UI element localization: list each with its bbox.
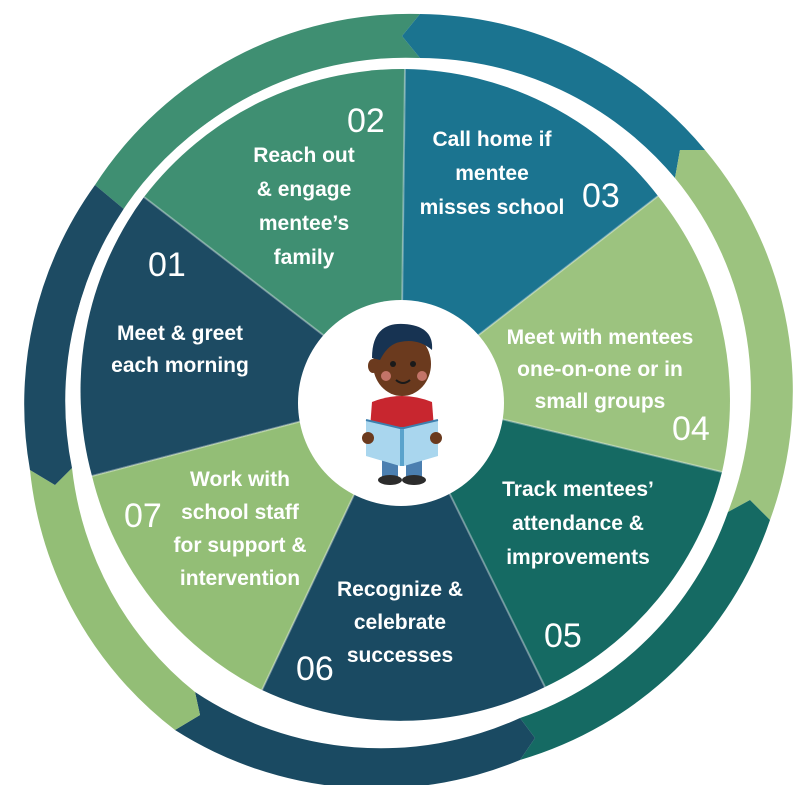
segment-02 bbox=[144, 68, 405, 396]
segment-06 bbox=[262, 395, 545, 721]
step-number-02: 02 bbox=[347, 102, 385, 140]
step-label-line: for support & bbox=[174, 534, 307, 557]
step-label-06: Recognize & celebrate successes bbox=[337, 578, 463, 667]
step-label-05: Track mentees’ attendance & improvements bbox=[502, 478, 654, 569]
step-label-line: successes bbox=[347, 644, 453, 667]
step-number-05: 05 bbox=[544, 617, 582, 655]
outer-cycle-ring bbox=[24, 13, 793, 785]
step-label-line: Work with bbox=[190, 468, 290, 491]
step-label-line: Reach out bbox=[253, 144, 355, 167]
cycle-arrow-top bbox=[95, 13, 420, 210]
step-number-06: 06 bbox=[296, 650, 334, 688]
step-label-line: Track mentees’ bbox=[502, 478, 654, 501]
segment-03 bbox=[401, 69, 658, 395]
cycle-arrow-left bbox=[24, 185, 125, 485]
step-number-01: 01 bbox=[148, 246, 186, 284]
reading-boy-icon bbox=[362, 323, 442, 485]
segment-05 bbox=[401, 395, 722, 687]
step-label-01: Meet & greet each morning bbox=[111, 322, 249, 377]
step-label-07: Work with school staff for support & interv… bbox=[174, 468, 307, 590]
step-label-line: Meet & greet bbox=[117, 322, 243, 345]
step-label-line: one-on-one or in bbox=[517, 358, 683, 381]
step-label-line: mentee bbox=[455, 162, 529, 185]
step-label-line: family bbox=[274, 246, 335, 269]
step-label-line: Call home if bbox=[432, 128, 552, 151]
step-number-04: 04 bbox=[672, 410, 710, 448]
step-label-line: attendance & bbox=[512, 512, 644, 535]
step-label-line: misses school bbox=[420, 196, 565, 219]
step-label-line: celebrate bbox=[354, 611, 446, 634]
step-label-line: intervention bbox=[180, 567, 300, 590]
step-label-04: Meet with mentees one-on-one or in small g… bbox=[507, 326, 694, 413]
cycle-arrow-bottom bbox=[175, 692, 535, 785]
cycle-arrow-top-right bbox=[402, 14, 705, 178]
cycle-arrow-right bbox=[675, 150, 793, 520]
step-label-line: small groups bbox=[535, 390, 666, 413]
step-label-line: each morning bbox=[111, 354, 249, 377]
step-label-03: Call home if mentee misses school bbox=[420, 128, 565, 219]
step-label-line: improvements bbox=[506, 546, 650, 569]
step-label-line: Meet with mentees bbox=[507, 326, 694, 349]
step-label-line: & engage bbox=[257, 178, 352, 201]
step-label-line: school staff bbox=[181, 501, 300, 524]
step-label-02: Reach out & engage mentee’s family bbox=[253, 144, 355, 269]
step-label-line: mentee’s bbox=[259, 212, 349, 235]
cycle-arrow-bottom-left bbox=[30, 468, 200, 730]
step-number-07: 07 bbox=[124, 497, 162, 535]
step-label-line: Recognize & bbox=[337, 578, 463, 601]
cycle-arrow-bottom-right bbox=[520, 500, 770, 760]
step-number-03: 03 bbox=[582, 177, 620, 215]
